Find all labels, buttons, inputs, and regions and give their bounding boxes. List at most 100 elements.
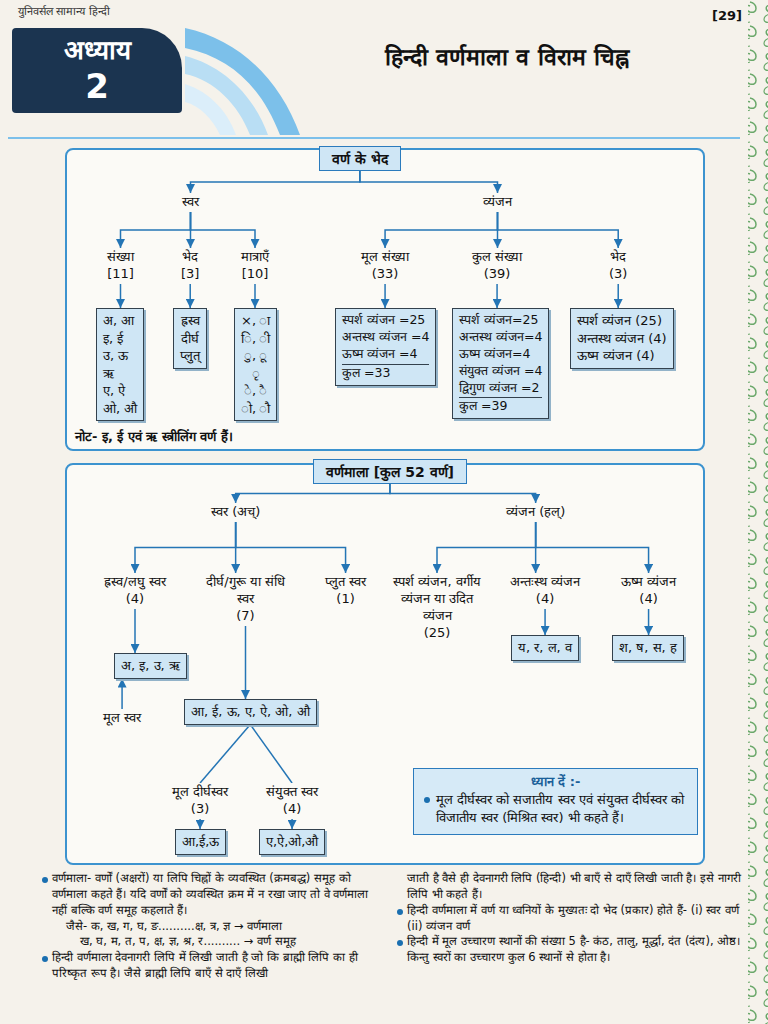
node-text: कुल संख्या bbox=[472, 249, 522, 266]
content-box: ह्रस्वदीर्घप्लुत् bbox=[173, 308, 207, 369]
rule-line bbox=[8, 137, 740, 139]
node-text: े, ै bbox=[241, 382, 270, 400]
node-text: ि, ी bbox=[241, 330, 270, 348]
node-text: (4) bbox=[98, 591, 172, 608]
node-text: वर्णमाला [कुल 52 वर्ण] bbox=[326, 462, 454, 481]
content-box: ए,ऐ,ओ,औ bbox=[259, 829, 325, 855]
content-box: स्पर्श व्यंजन (25)अन्तस्थ व्यंजन (4)ऊष्म… bbox=[570, 308, 674, 369]
tree-connector bbox=[384, 284, 386, 308]
node-text: व्यंजन bbox=[483, 194, 512, 211]
bullet-item: वर्णमाला- वर्णों (अक्षरों) या लिपि चिह्न… bbox=[40, 871, 378, 919]
node-text: संयुक्त स्वर bbox=[266, 784, 318, 801]
node-text: मात्राएँ bbox=[241, 249, 269, 266]
node-text: 2 bbox=[12, 68, 182, 105]
tree-connector bbox=[236, 522, 346, 573]
tree-connector bbox=[121, 212, 191, 248]
paragraph-text: हिन्दी वर्णमाला देवनागरी लिपि में लिखी ज… bbox=[52, 950, 378, 982]
bullet-item: ख, घ, म, त, प, क्ष, ज्ञ, श्र, र.........… bbox=[40, 934, 378, 950]
note-text: नोट- इ, ई एवं ऋ स्त्रीलिंग वर्ण हैं। bbox=[75, 427, 233, 445]
node-text: (3) bbox=[172, 801, 228, 818]
node-text: मूल स्वर bbox=[103, 710, 141, 727]
page-title: हिन्दी वर्णमाला व विराम चिह्न bbox=[382, 42, 632, 73]
table-box: स्पर्श व्यंजन =25अन्तस्थ व्यंजन =4ऊष्म व… bbox=[335, 308, 436, 386]
bullet-dot bbox=[42, 956, 48, 962]
node-text: ऊष्म व्यंजन =4 bbox=[342, 346, 429, 363]
paragraph-text: वर्णमाला- वर्णों (अक्षरों) या लिपि चिह्न… bbox=[52, 871, 378, 919]
node-text: (1) bbox=[325, 591, 366, 608]
node-text: (4) bbox=[621, 591, 676, 608]
node-text: द्विगुण व्यंजन =2 bbox=[459, 380, 542, 397]
tree-connector bbox=[189, 284, 191, 308]
bullet-item: हिन्दी में मूल उच्चारण स्थानों की संख्या… bbox=[395, 934, 743, 966]
node-text: अन्तस्थ व्यंजन (4) bbox=[577, 330, 667, 348]
branch-label: अन्तःस्थ व्यंजन(4) bbox=[506, 573, 584, 609]
bullet-dot bbox=[397, 909, 403, 915]
node-text: ऊष्म व्यंजन (4) bbox=[577, 347, 667, 365]
node-text: संख्या bbox=[107, 249, 134, 266]
paragraph-text: हिन्दी वर्णमाला में वर्ण या ध्वनियों के … bbox=[407, 903, 743, 935]
content-box: ×, ाि, ीु, ूृे, ैो, ौ bbox=[234, 308, 277, 421]
node-text: उ, ऊ bbox=[103, 347, 137, 365]
node-text: अ, आ bbox=[103, 312, 137, 330]
tree-connector bbox=[360, 171, 498, 193]
branch-label: मूल स्वर bbox=[99, 709, 145, 728]
node-text: अन्तस्थ व्यंजन=4 bbox=[459, 329, 542, 346]
node-text: स्पर्श व्यंजन (25) bbox=[577, 312, 667, 330]
bullet-dot bbox=[424, 797, 430, 803]
tree-connector bbox=[544, 609, 546, 635]
tree-connector bbox=[199, 819, 201, 829]
tree-connector bbox=[291, 819, 293, 829]
node-text: वर्ण के भेद bbox=[332, 149, 388, 168]
bullet-item: हिन्दी वर्णमाला में वर्ण या ध्वनियों के … bbox=[395, 903, 743, 935]
node-text: स्वर bbox=[182, 194, 199, 211]
tree-connector bbox=[250, 725, 292, 783]
text-column: जाती है वैसे ही देवनागरी लिपि (हिन्दी) भ… bbox=[395, 871, 743, 966]
tree-connector bbox=[498, 212, 619, 248]
swoosh bbox=[185, 56, 268, 135]
tree-connector bbox=[437, 522, 536, 573]
tree-connector bbox=[496, 284, 498, 308]
bullet-item: हिन्दी वर्णमाला देवनागरी लिपि में लिखी ज… bbox=[40, 950, 378, 982]
branch-label: मूल दीर्घस्वर(3) bbox=[168, 783, 232, 819]
branch-label: प्लुत स्वर(1) bbox=[321, 573, 370, 609]
branch-label: कुल संख्या(39) bbox=[468, 248, 526, 284]
branch-label: मात्राएँ[10] bbox=[237, 248, 273, 284]
node-text: प्लुत स्वर bbox=[325, 574, 366, 591]
node-text: (4) bbox=[266, 801, 318, 818]
node-text: मूल संख्या bbox=[361, 249, 409, 266]
node-text: भेद bbox=[609, 249, 627, 266]
node-text: प्लुत् bbox=[180, 347, 200, 365]
tree-connector bbox=[385, 212, 497, 248]
table-box: स्पर्श व्यंजन=25अन्तस्थ व्यंजन=4ऊष्म व्य… bbox=[452, 308, 549, 419]
node-text: ृ bbox=[241, 365, 270, 383]
node-text: [10] bbox=[241, 266, 269, 283]
tree-connector bbox=[135, 522, 236, 573]
branch-label: व्यंजन (हल्) bbox=[502, 503, 569, 522]
node-text: मूल दीर्घस्वर को सजातीय स्वर एवं संयुक्त… bbox=[422, 791, 689, 827]
node-text: य, र, ल, व bbox=[518, 639, 572, 657]
branch-label: मूल संख्या(33) bbox=[357, 248, 413, 284]
branch-label: ऊष्म व्यंजन(4) bbox=[617, 573, 680, 609]
branch-label: व्यंजन bbox=[479, 193, 516, 212]
swoosh bbox=[185, 84, 236, 135]
node-text: आ, ई, ऊ, ए, ऐ, ओ, औ bbox=[191, 703, 310, 721]
node-text: कुल =39 bbox=[459, 397, 542, 415]
tree-connector bbox=[134, 609, 136, 653]
tree-connector bbox=[390, 484, 536, 503]
content-box: अ, इ, उ, ऋ bbox=[114, 653, 187, 679]
node-text: (39) bbox=[472, 266, 522, 283]
node-text: [11] bbox=[107, 266, 134, 283]
branch-label: भेद(3) bbox=[605, 248, 631, 284]
node-text: ह्रस्व bbox=[180, 312, 200, 330]
node-text: इ, ई bbox=[103, 330, 137, 348]
content-box: आ,ई,ऊ bbox=[175, 829, 226, 855]
node-text: (4) bbox=[510, 591, 580, 608]
node-text: भेद bbox=[181, 249, 199, 266]
node-text: दीर्घ bbox=[180, 330, 200, 348]
header-tab: वर्णमाला [कुल 52 वर्ण] bbox=[313, 459, 467, 484]
tree-connector bbox=[191, 171, 360, 193]
node-text: ऊष्म व्यंजन bbox=[621, 574, 676, 591]
tree-connector bbox=[120, 284, 122, 308]
node-text: अन्तस्थ व्यंजन =4 bbox=[342, 329, 429, 346]
bullet-item: जाती है वैसे ही देवनागरी लिपि (हिन्दी) भ… bbox=[395, 871, 743, 903]
